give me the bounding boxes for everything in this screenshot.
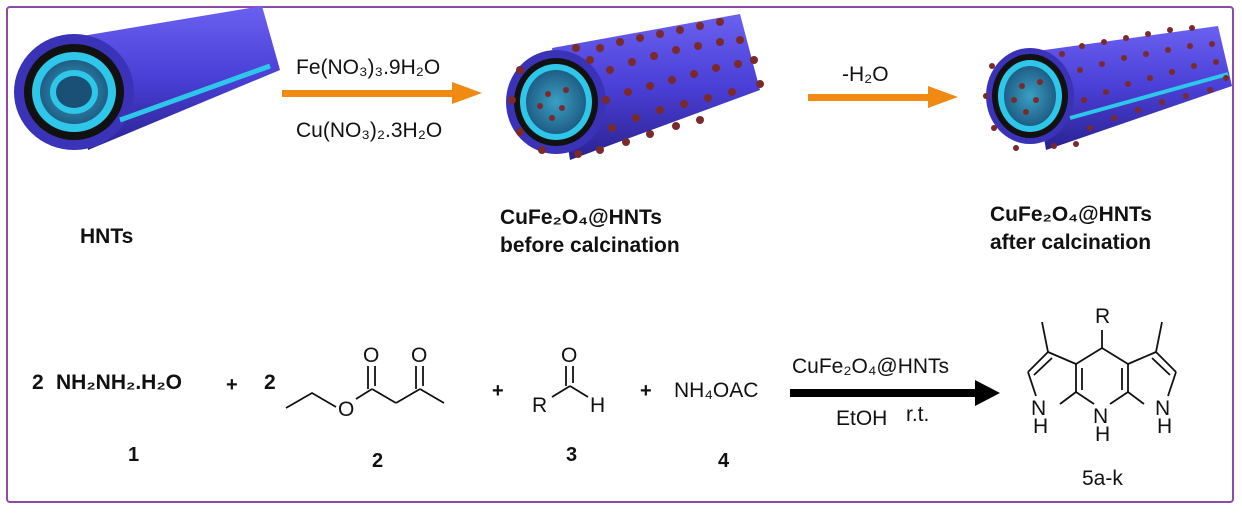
after-calcination-subtitle: after calcination bbox=[990, 231, 1152, 254]
aldehyde-r-group: R bbox=[532, 394, 548, 417]
ester-oxygen-3: O bbox=[338, 398, 355, 421]
ester-coefficient: 2 bbox=[264, 371, 276, 394]
arrow-1-icon bbox=[282, 82, 482, 104]
arrow-2-icon bbox=[808, 86, 958, 108]
catalyst-label: CuFe₂O₄@HNTs bbox=[792, 355, 950, 378]
aldehyde-hydrogen: H bbox=[590, 394, 606, 417]
aldehyde-oxygen: O bbox=[561, 344, 578, 367]
ethyl-acetoacetate-structure bbox=[285, 366, 445, 409]
temperature-label: r.t. bbox=[906, 403, 930, 426]
compound-number-3: 3 bbox=[566, 444, 578, 466]
aldehyde-structure bbox=[551, 366, 589, 398]
ester-oxygen-2: O bbox=[411, 344, 428, 367]
hnts-label: HNTs bbox=[80, 225, 134, 248]
product-structure bbox=[1027, 321, 1177, 405]
reaction-arrow-icon bbox=[790, 380, 1000, 406]
plus-sign-2: + bbox=[492, 380, 504, 402]
product-nitrogen-right: N bbox=[1155, 397, 1171, 420]
product-nitrogen-center: N bbox=[1093, 405, 1109, 428]
plus-sign-3: + bbox=[640, 380, 652, 402]
product-hydrogen-center: H bbox=[1095, 423, 1111, 446]
product-hydrogen-left: H bbox=[1033, 415, 1049, 438]
product-r-group: R bbox=[1095, 305, 1111, 328]
product-hydrogen-right: H bbox=[1157, 415, 1173, 438]
hydrazine-coefficient: 2 bbox=[32, 371, 44, 394]
ester-oxygen-1: O bbox=[363, 344, 380, 367]
after-calcination-title: CuFe₂O₄@HNTs bbox=[990, 203, 1152, 226]
reagent-copper-nitrate: Cu(NO₃)₂.3H₂O bbox=[296, 119, 443, 142]
product-number: 5a-k bbox=[1082, 467, 1123, 490]
reagent-iron-nitrate: Fe(NO₃)₃.9H₂O bbox=[296, 56, 441, 79]
hnts-tube-icon bbox=[14, 6, 280, 150]
plus-sign-1: + bbox=[226, 374, 238, 396]
hydrazine-formula: NH₂NH₂.H₂O bbox=[56, 371, 182, 394]
solvent-label: EtOH bbox=[836, 407, 888, 430]
after-calcination-tube-icon bbox=[983, 25, 1232, 151]
before-calcination-tube-icon bbox=[506, 14, 764, 160]
before-calcination-title: CuFe₂O₄@HNTs bbox=[500, 206, 662, 229]
dehydration-label: -H₂O bbox=[842, 63, 889, 86]
compound-number-4: 4 bbox=[718, 450, 730, 472]
compound-number-2: 2 bbox=[372, 450, 384, 472]
before-calcination-subtitle: before calcination bbox=[500, 234, 680, 257]
product-nitrogen-left: N bbox=[1031, 397, 1047, 420]
compound-number-1: 1 bbox=[128, 444, 140, 466]
ammonium-acetate-formula: NH₄OAC bbox=[674, 379, 759, 402]
figure-frame bbox=[6, 6, 1234, 503]
